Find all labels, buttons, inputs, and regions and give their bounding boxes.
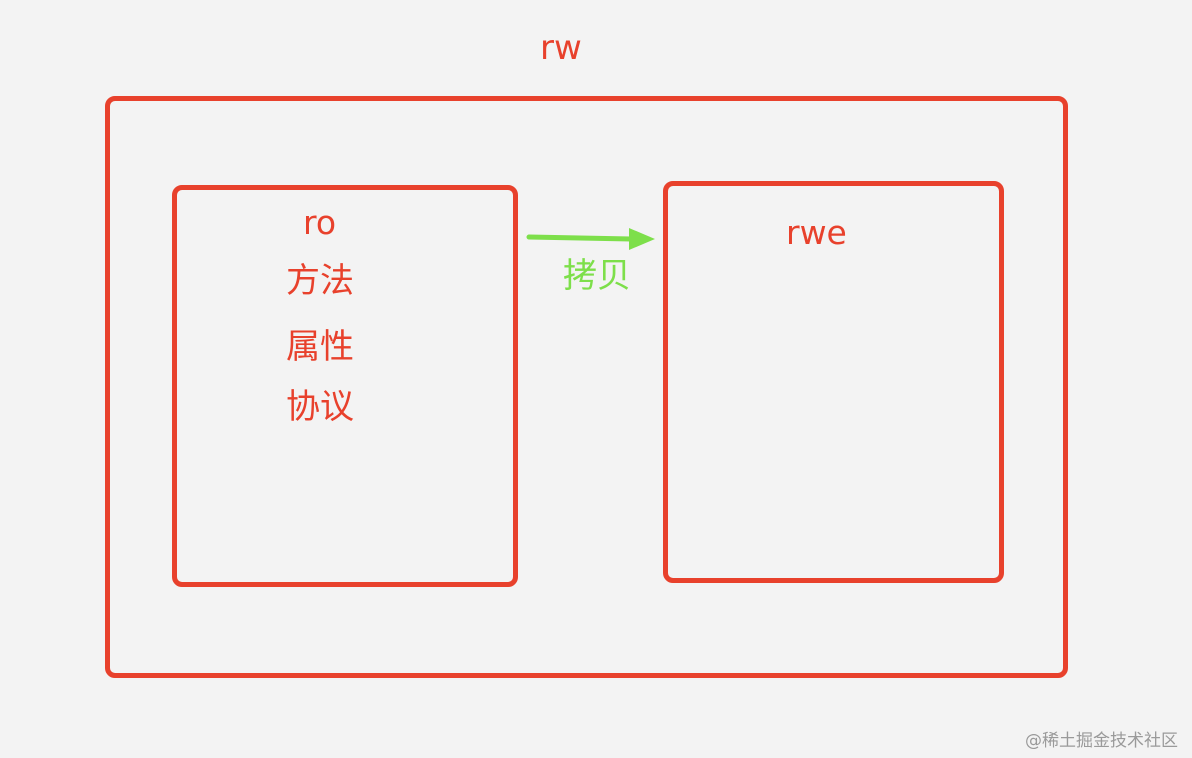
- outer-box: [105, 96, 1068, 678]
- outer-title: rw: [540, 28, 582, 68]
- copy-arrow-head: [629, 228, 655, 250]
- left-box: [172, 185, 518, 587]
- copy-arrow-line: [526, 234, 634, 242]
- copy-arrow-label: 拷贝: [563, 256, 631, 296]
- left-box-item-protocols: 协议: [286, 387, 354, 427]
- left-box-title: ro: [303, 203, 337, 242]
- left-box-item-methods: 方法: [286, 261, 354, 301]
- left-box-item-properties: 属性: [286, 327, 354, 367]
- watermark: @稀土掘金技术社区: [1025, 731, 1178, 751]
- right-box-title: rwe: [786, 213, 847, 252]
- right-box: [663, 181, 1004, 583]
- copy-arrow: [526, 228, 655, 250]
